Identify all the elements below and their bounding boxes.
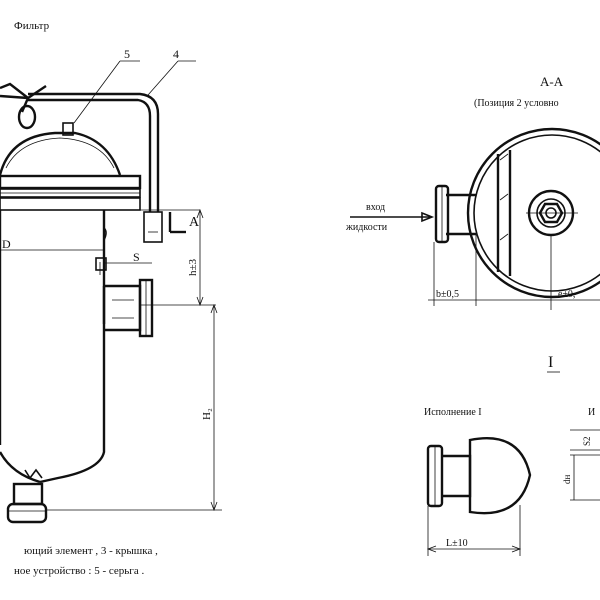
dim-S2-label: S2 xyxy=(582,436,592,446)
housing-circle-outer xyxy=(466,127,600,299)
drain-fitting xyxy=(12,482,44,506)
filter-body xyxy=(0,210,106,484)
drawing-title: Фильтр xyxy=(14,20,50,32)
dim-D-label: D xyxy=(2,237,11,251)
detail-title: I xyxy=(548,354,553,371)
earring-handle xyxy=(0,82,47,113)
dim-b-label: b±0,5 xyxy=(436,289,459,300)
bottom-dome xyxy=(468,437,532,515)
variant-2-label: И xyxy=(588,407,595,418)
dim-e-label: e±0, xyxy=(558,289,575,300)
dim-L-label: L±10 xyxy=(446,538,468,549)
bent-pipe xyxy=(28,92,160,212)
top-fitting xyxy=(62,122,74,136)
detail-variant-2 xyxy=(570,429,600,501)
section-mark-a: A xyxy=(189,215,200,230)
section-inlet-pipe xyxy=(446,193,476,236)
dim-H2-label: H₂ xyxy=(201,408,213,420)
earring-loop xyxy=(17,104,37,130)
variant-1-label: Исполнение I xyxy=(424,407,482,418)
legend-line-2: ное устройство : 5 - серьга . xyxy=(14,565,144,577)
section-title: А-А xyxy=(540,74,564,89)
dim-S-label: S xyxy=(133,250,140,264)
section-note: (Позиция 2 условно xyxy=(474,98,559,109)
inlet-label-1: вход xyxy=(366,202,385,213)
dim-h-label: h±3 xyxy=(187,258,199,276)
dim-dn-label: dн xyxy=(562,475,572,485)
callout-5: 5 xyxy=(124,47,130,61)
lid-flange xyxy=(0,174,142,190)
inlet-nozzle xyxy=(102,284,142,332)
callout-4: 4 xyxy=(173,47,179,61)
filter-side-view xyxy=(0,60,222,524)
detail-variant-1 xyxy=(426,437,532,556)
lid-dome xyxy=(0,131,122,176)
legend-line-1: ющий элемент , 3 - крышка , xyxy=(24,545,158,557)
inlet-label-2: жидкости xyxy=(345,222,388,233)
section-aa-view xyxy=(350,127,600,310)
